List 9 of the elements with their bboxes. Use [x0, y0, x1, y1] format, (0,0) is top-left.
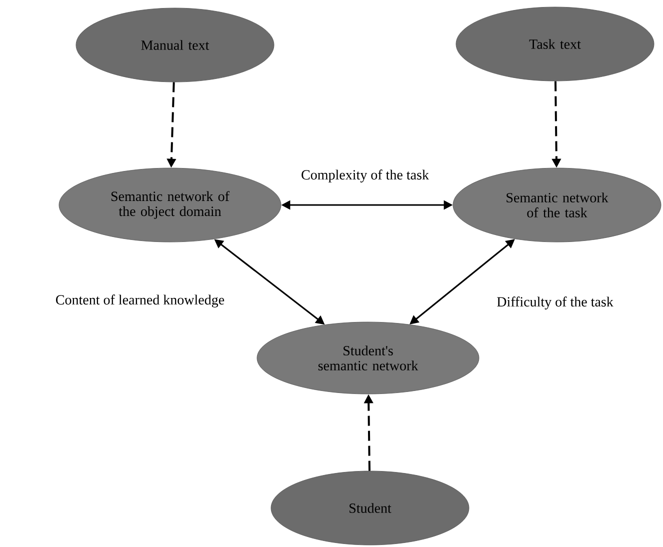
edge-label: Complexity of the task [300, 168, 430, 184]
edge-label: Content of learned knowledge [54, 294, 226, 308]
ellipse-node: Manual text [76, 8, 274, 82]
ellipse-node: Student's semantic network [256, 322, 480, 394]
ellipse-node: Task text [456, 6, 654, 82]
edge-label: Difficulty of the task [496, 296, 614, 310]
ellipse-node: Semantic network of the object domain [58, 168, 282, 242]
ellipse-node: Semantic network of the task [452, 168, 662, 242]
ellipse-node: Student [270, 470, 470, 546]
